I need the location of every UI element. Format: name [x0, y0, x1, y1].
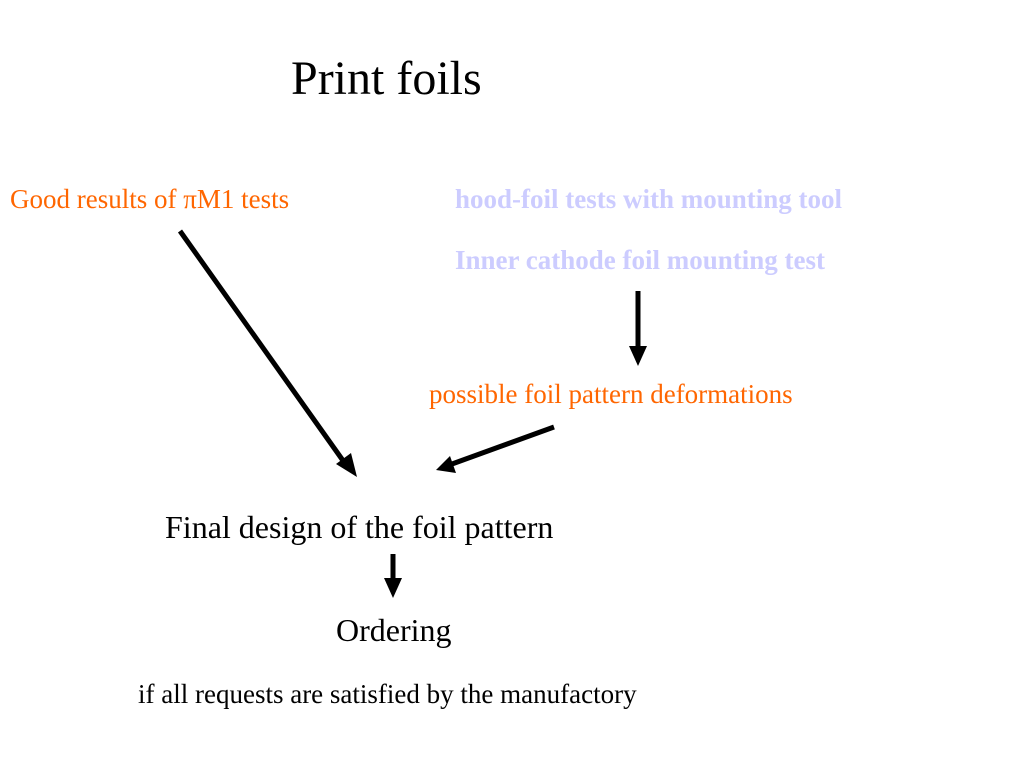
arrowhead-good-to-final — [336, 453, 357, 477]
good-results-label: Good results of πM1 tests — [10, 184, 290, 214]
arrowhead-final-to-ordering — [384, 578, 402, 598]
hood-foil-tests-label: hood-foil tests with mounting tool — [455, 184, 843, 214]
slide-title: Print foils — [291, 52, 482, 105]
arrowhead-possible-to-final — [436, 456, 456, 473]
inner-cathode-test-label: Inner cathode foil mounting test — [455, 245, 826, 275]
ordering-label: Ordering — [336, 612, 452, 648]
final-design-label: Final design of the foil pattern — [165, 509, 554, 545]
arrowhead-inner-to-possible — [629, 346, 647, 366]
arrow-good-to-final — [177, 229, 347, 464]
arrow-possible-to-final — [451, 424, 555, 467]
possible-deformations-label: possible foil pattern deformations — [429, 379, 793, 409]
condition-note: if all requests are satisfied by the man… — [138, 679, 637, 709]
